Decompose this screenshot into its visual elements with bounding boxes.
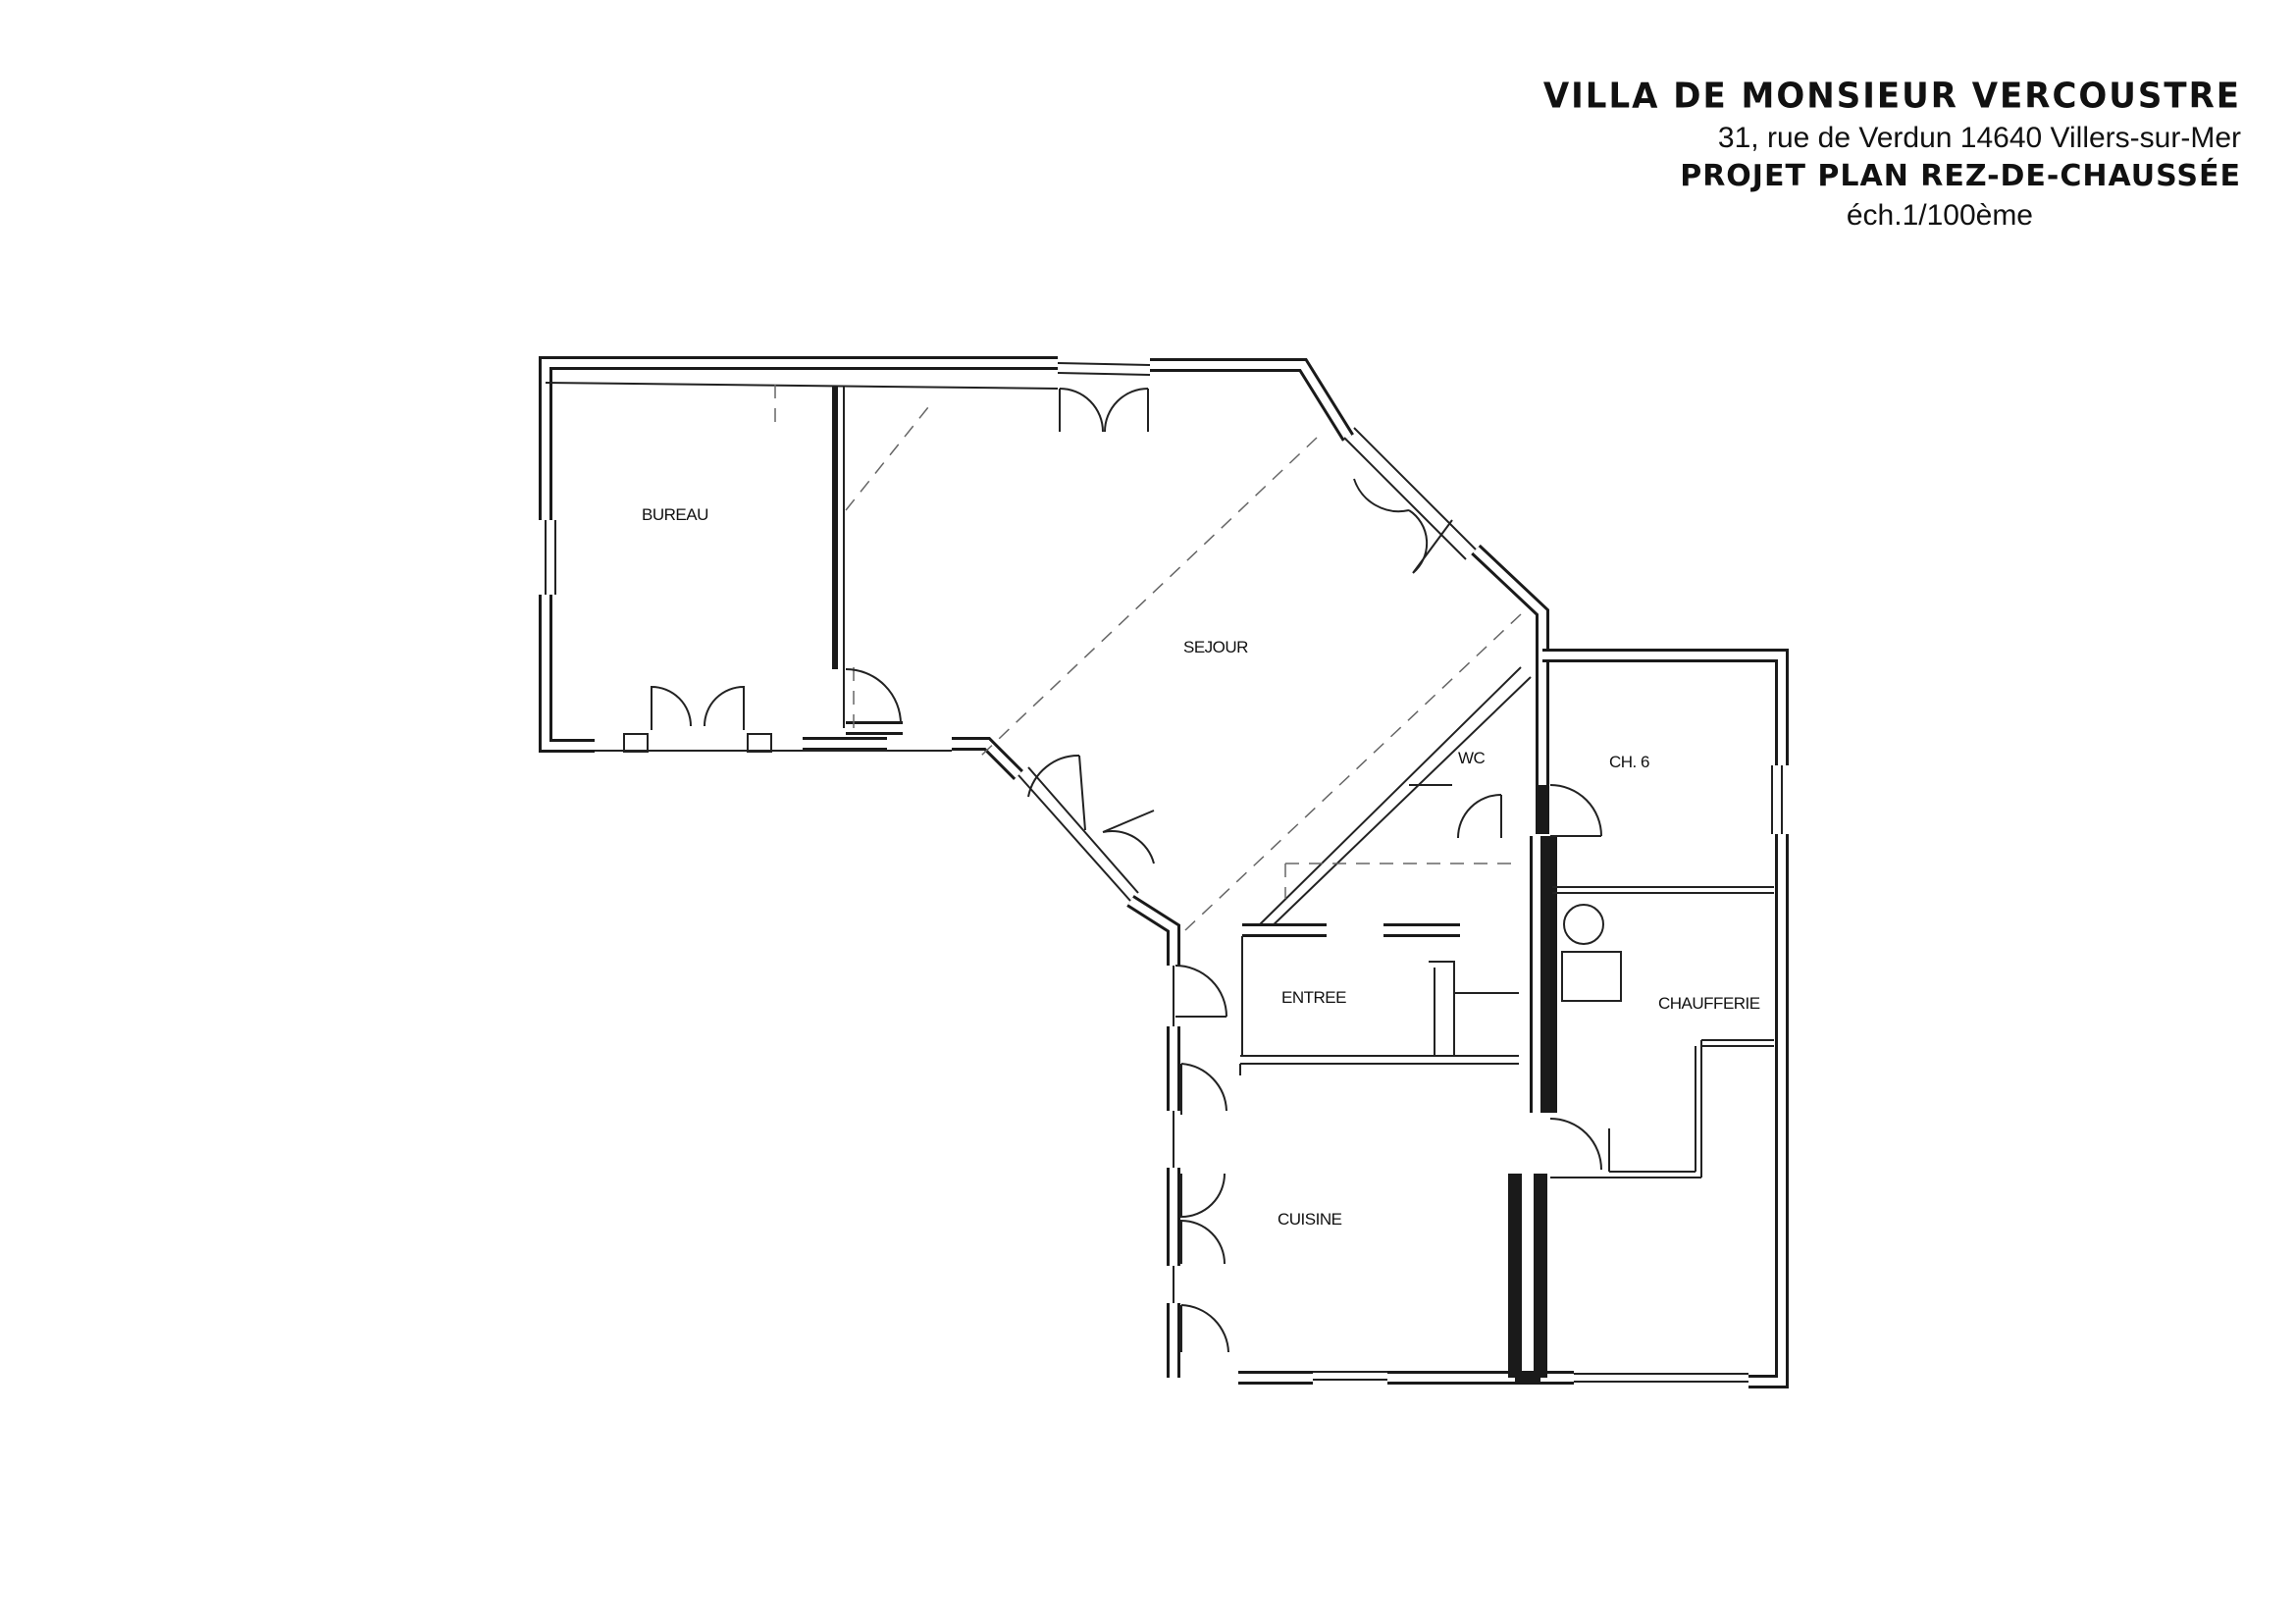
pier — [747, 733, 772, 753]
room-label-bureau: BUREAU — [642, 505, 708, 524]
boiler-icon — [1563, 904, 1604, 945]
title-block: VILLA DE MONSIEUR VERCOUSTRE 31, rue de … — [1542, 76, 2241, 233]
pier — [623, 733, 649, 753]
room-label-chaufferie: CHAUFFERIE — [1658, 994, 1760, 1013]
title-scale: éch.1/100ème — [1846, 199, 2033, 232]
title-plan: PROJET PLAN REZ-DE-CHAUSSÉE — [1680, 159, 2241, 193]
title-address: 31, rue de Verdun 14640 Villers-sur-Mer — [1717, 122, 2241, 154]
boiler-fixtures — [1561, 904, 1622, 1002]
doors — [651, 388, 1602, 1353]
interior-walls — [545, 382, 1774, 1385]
room-label-entree: ENTREE — [1281, 988, 1346, 1007]
title-villa: VILLA DE MONSIEUR VERCOUSTRE — [1542, 76, 2241, 117]
room-label-wc: WC — [1458, 749, 1486, 767]
room-label-sejour: SEJOUR — [1183, 638, 1248, 656]
room-labels: BUREAU SEJOUR WC CH. 6 ENTREE CHAUFFERIE… — [642, 505, 1760, 1229]
room-label-cuisine: CUISINE — [1278, 1210, 1342, 1229]
room-label-ch6: CH. 6 — [1609, 753, 1649, 771]
exterior-walls — [539, 356, 1789, 1388]
tank-icon — [1561, 951, 1622, 1002]
